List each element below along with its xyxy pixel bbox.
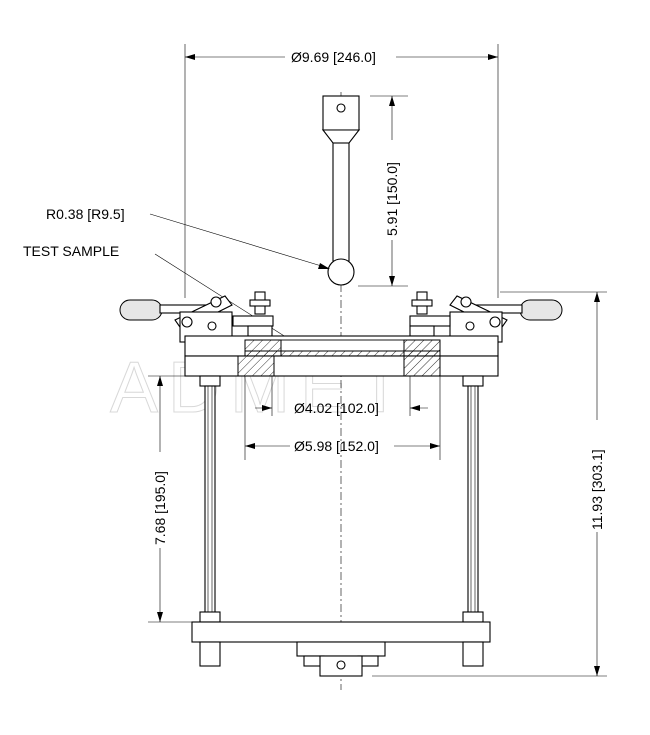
rod-height-dimension: 7.68 [195.0] bbox=[148, 375, 200, 623]
test-sample bbox=[244, 350, 441, 357]
base-plate bbox=[191, 621, 491, 677]
left-toggle-clamp bbox=[119, 291, 274, 343]
right-toggle-clamp bbox=[409, 291, 563, 343]
opening-diameter-dimension: Ø4.02 [102.0] bbox=[255, 376, 428, 416]
drop-height-label: 5.91 [150.0] bbox=[384, 162, 400, 236]
drop-height-dimension: 5.91 [150.0] bbox=[358, 95, 408, 287]
impactor-tup bbox=[321, 95, 361, 286]
tip-radius-callout: R0.38 [R9.5] bbox=[46, 206, 330, 269]
clamp-diameter-dimension: Ø5.98 [152.0] bbox=[244, 376, 441, 460]
rod-height-label: 7.68 [195.0] bbox=[152, 471, 168, 545]
lower-nuts bbox=[199, 611, 484, 623]
opening-diameter-label: Ø4.02 [102.0] bbox=[294, 400, 379, 416]
test-sample-label: TEST SAMPLE bbox=[23, 243, 119, 259]
clamp-diameter-label: Ø5.98 [152.0] bbox=[294, 438, 379, 454]
overall-diameter-label: Ø9.69 [246.0] bbox=[291, 49, 376, 65]
upper-plate bbox=[184, 335, 499, 377]
tip-radius-label: R0.38 [R9.5] bbox=[46, 206, 125, 222]
overall-height-dimension: 11.93 [303.1] bbox=[372, 291, 607, 677]
overall-height-label: 11.93 [303.1] bbox=[589, 449, 605, 530]
overall-diameter-dimension: Ø9.69 [246.0] bbox=[184, 44, 499, 298]
